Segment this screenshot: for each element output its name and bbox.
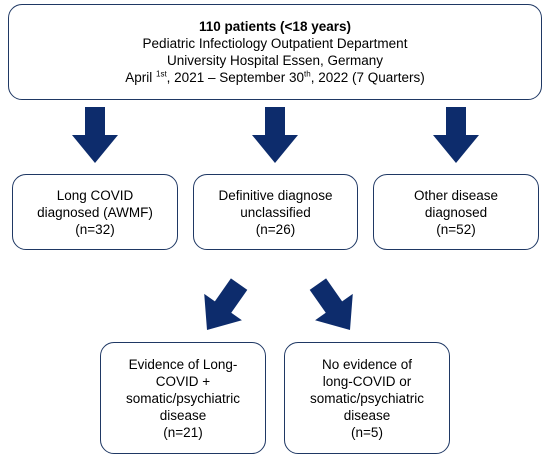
unclassified-box: Definitive diagnose unclassified (n=26) xyxy=(193,174,358,250)
box-count: (n=21) xyxy=(163,424,203,440)
box-count: (n=52) xyxy=(436,221,476,237)
other-disease-box: Other disease diagnosed (n=52) xyxy=(373,174,539,250)
arrow-to-unclassified xyxy=(252,107,298,163)
evidence-box: Evidence of Long- COVID + somatic/psychi… xyxy=(100,342,266,454)
box-line: diagnosed xyxy=(424,204,488,220)
box-count: (n=5) xyxy=(351,424,383,440)
arrow-to-other-disease xyxy=(433,107,479,163)
box-line: No evidence of xyxy=(321,356,413,372)
period-sup-b: th xyxy=(304,69,311,79)
long-covid-box: Long COVID diagnosed (AWMF) (n=32) xyxy=(12,174,178,250)
no-evidence-box: No evidence of long-COVID or somatic/psy… xyxy=(284,342,450,454)
box-line: disease xyxy=(343,407,391,423)
box-line: somatic/psychiatric xyxy=(125,390,241,406)
box-line: COVID + xyxy=(155,373,211,389)
box-line: Other disease xyxy=(413,187,499,203)
hospital-line: University Hospital Essen, Germany xyxy=(166,53,384,68)
box-count: (n=32) xyxy=(75,221,115,237)
box-line: Evidence of Long- xyxy=(128,356,238,372)
box-line: somatic/psychiatric xyxy=(309,390,425,406)
arrow-to-long-covid xyxy=(72,107,118,163)
box-line: Long COVID xyxy=(56,187,134,203)
period-part-a: April xyxy=(125,70,156,85)
box-line: long-COVID or xyxy=(322,373,412,389)
period-part-b: , 2021 – September 30 xyxy=(166,70,305,85)
department-line: Pediatric Infectiology Outpatient Depart… xyxy=(142,36,408,51)
cohort-box: 110 patients (<18 years) Pediatric Infec… xyxy=(8,4,542,100)
cohort-title: 110 patients (<18 years) xyxy=(199,19,351,34)
period-part-c: , 2022 (7 Quarters) xyxy=(310,70,425,85)
box-line: disease xyxy=(159,407,207,423)
period-line: April 1st, 2021 – September 30th, 2022 (… xyxy=(125,69,425,86)
box-count: (n=26) xyxy=(255,221,296,237)
box-line: diagnosed (AWMF) xyxy=(37,204,153,220)
box-line: unclassified xyxy=(240,204,311,220)
arrow-to-evidence xyxy=(204,278,248,330)
period-sup-a: 1st xyxy=(156,69,167,79)
box-line: Definitive diagnose xyxy=(218,187,333,203)
arrow-to-no-evidence xyxy=(309,278,353,330)
